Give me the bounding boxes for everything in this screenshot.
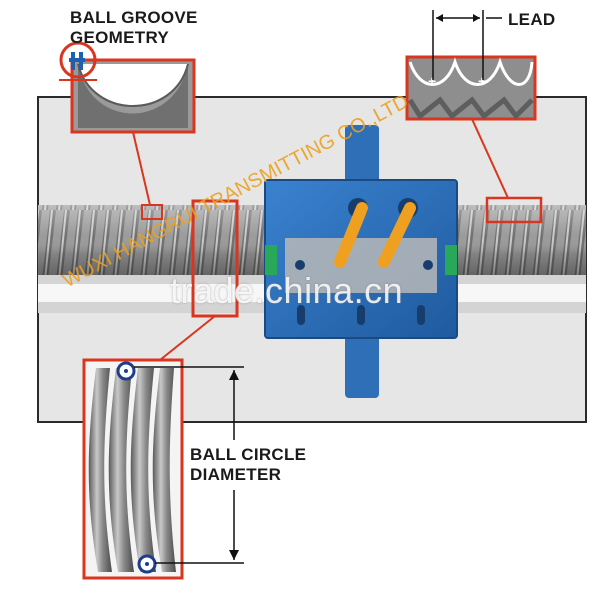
ball-center-marker-icon: + [428,73,436,89]
ball-return-tube [334,202,368,268]
groove-callout [70,58,196,220]
ball-return-tube [378,202,416,268]
lead-callout: + + [405,10,543,224]
diameter-callout [82,199,244,580]
company-logo-icon [59,41,97,81]
lead-label: LEAD [508,10,556,29]
ball-center-marker-icon: + [478,73,486,89]
ball-groove-geometry-label: BALL GROOVE GEOMETRY [70,8,198,47]
ball-circle-diameter-label: BALL CIRCLE DIAMETER [190,445,307,484]
watermark-trade: trade.china.cn [170,270,404,311]
ball-nut [264,125,458,398]
